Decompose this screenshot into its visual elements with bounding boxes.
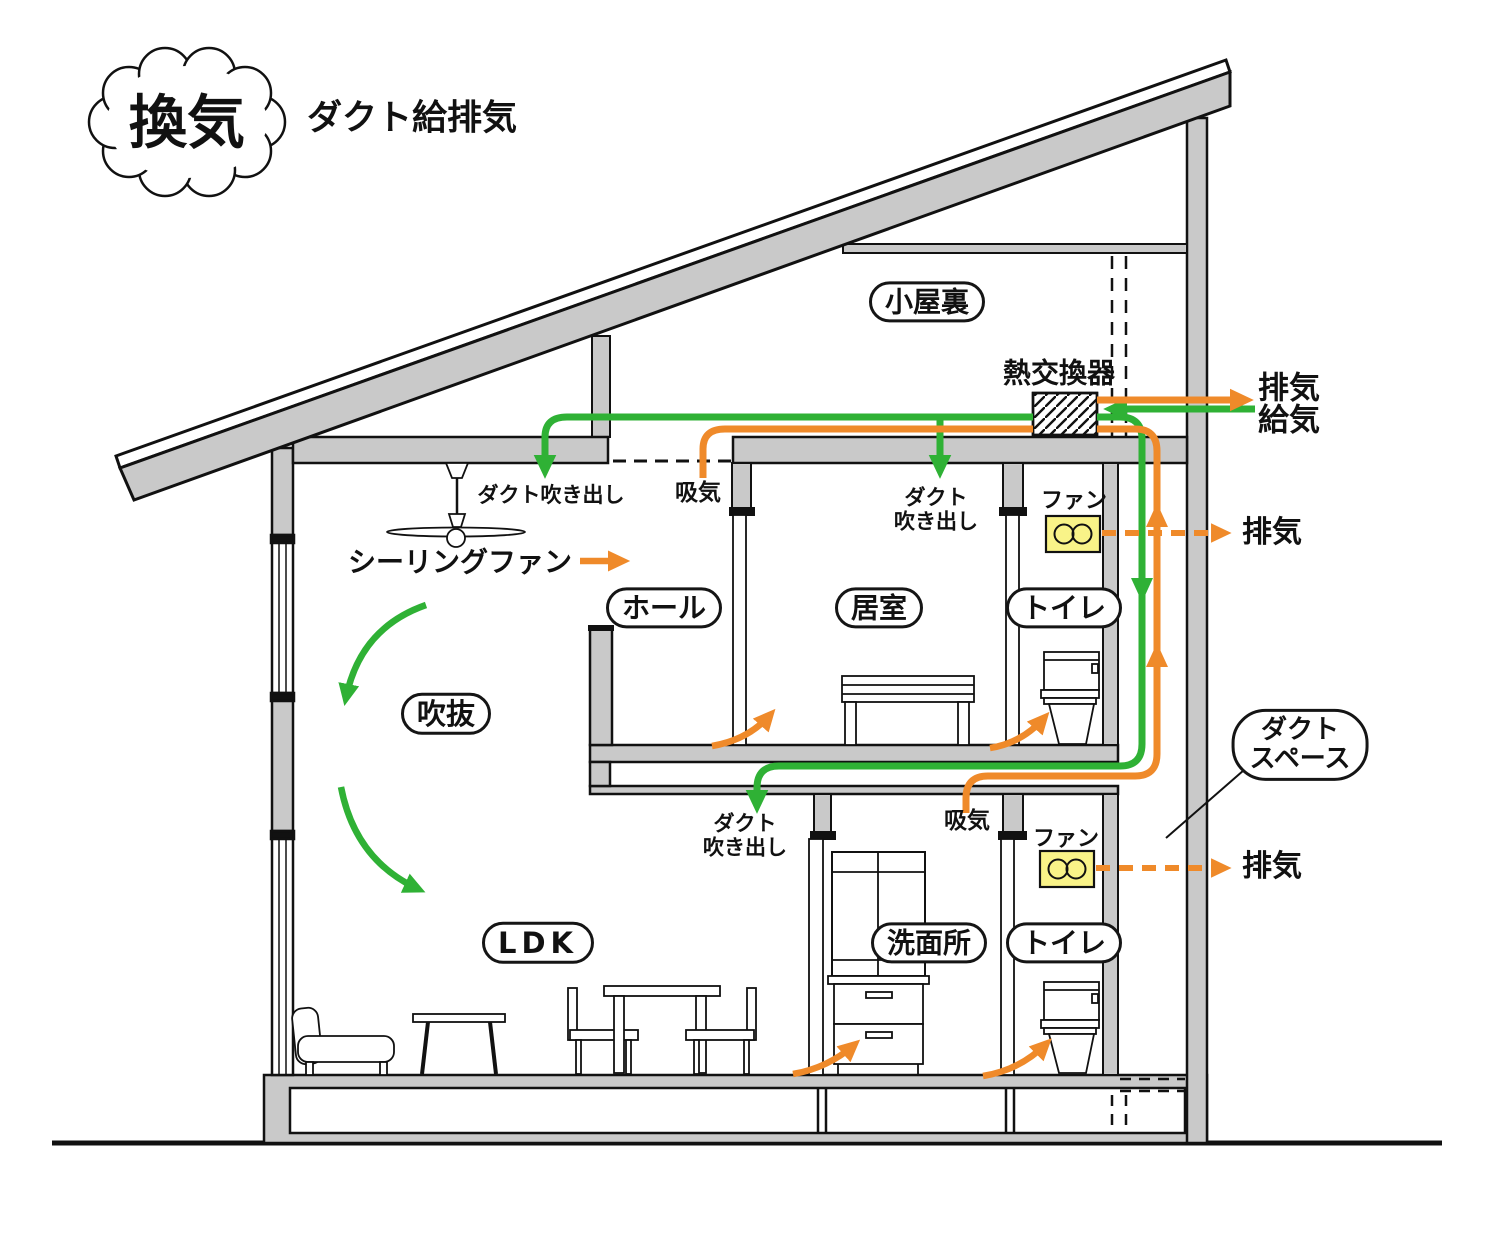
second-floor-slab bbox=[588, 743, 1120, 796]
room-label-toilet-1f: トイレ bbox=[1005, 922, 1123, 964]
toilet-1f bbox=[1040, 981, 1100, 1074]
dining-set bbox=[567, 985, 757, 1075]
duct-outlet-1f-line1: ダクト bbox=[713, 811, 777, 836]
intake-label-attic: 吸気 bbox=[675, 480, 721, 507]
fan-label-1f: ファン bbox=[1032, 826, 1100, 852]
heat-exchanger-box bbox=[1031, 391, 1099, 437]
return-flow-arrowhead-upper bbox=[1146, 503, 1168, 527]
exhaust-label-2f: 排気 bbox=[1242, 515, 1302, 551]
attic-post bbox=[591, 335, 611, 438]
roof bbox=[114, 58, 1232, 502]
exhaust-fan-2f bbox=[1044, 514, 1102, 554]
ceiling-fan-label: シーリングファン bbox=[347, 545, 573, 579]
page-subtitle: ダクト給排気 bbox=[306, 98, 518, 139]
room-label-ldk: LDK bbox=[481, 921, 595, 965]
airflow-arrows-orange bbox=[580, 550, 1052, 1080]
foundation bbox=[262, 1073, 1209, 1145]
room-label-toilet-2f: トイレ bbox=[1005, 587, 1123, 629]
knee-wall-cap bbox=[588, 625, 614, 631]
armchair bbox=[291, 1006, 395, 1076]
supply-label-top: 給気 bbox=[1258, 402, 1320, 439]
duct-space-leader-line bbox=[1165, 769, 1245, 839]
exhaust-label-top: 排気 bbox=[1258, 370, 1320, 407]
airflow-arrows-green bbox=[337, 601, 428, 893]
room-label-attic: 小屋裏 bbox=[868, 281, 986, 323]
intake-label-1f: 吸気 bbox=[944, 808, 990, 835]
room-label-hall: ホール bbox=[605, 587, 723, 629]
return-duct-orange bbox=[699, 388, 1254, 813]
duct-outlet-2f-line1: ダクト bbox=[904, 485, 968, 510]
duct-space-line2: スペース bbox=[1249, 744, 1351, 774]
duct-space-label: ダクト スペース bbox=[1231, 708, 1369, 782]
fan-exhaust-dashed bbox=[1096, 523, 1232, 878]
ceiling-slab-left bbox=[291, 435, 610, 465]
supply-duct-green bbox=[533, 397, 1255, 814]
return-flow-arrowhead-lower bbox=[1146, 643, 1168, 667]
heat-exchanger-label: 熱交換器 bbox=[1002, 356, 1116, 390]
coffee-table bbox=[412, 1013, 506, 1075]
exhaust-fan-1f bbox=[1038, 849, 1096, 889]
page-title: 換気 bbox=[128, 88, 246, 157]
bed bbox=[841, 675, 975, 746]
duct-outlet-label-1f: ダクト 吹き出し bbox=[703, 812, 787, 859]
attic-beam bbox=[842, 243, 1188, 254]
room-label-living: 居室 bbox=[834, 587, 924, 629]
attic-duct-dashed bbox=[1110, 256, 1128, 437]
supply-flow-arrowhead bbox=[1131, 578, 1153, 602]
duct-outlet-label-2f-room: ダクト 吹き出し bbox=[894, 486, 978, 533]
fan-label-2f: ファン bbox=[1040, 488, 1108, 514]
duct-space-hidden-dashed bbox=[1110, 1077, 1185, 1132]
room-label-void: 吹抜 bbox=[400, 692, 492, 736]
duct-outlet-label-2f-left: ダクト吹き出し bbox=[477, 483, 625, 508]
duct-outlet-2f-line2: 吹き出し bbox=[894, 509, 978, 533]
exhaust-label-1f: 排気 bbox=[1242, 849, 1302, 885]
room-label-washroom: 洗面所 bbox=[870, 922, 988, 964]
toilet-2f bbox=[1040, 651, 1100, 745]
duct-outlet-1f-line2: 吹き出し bbox=[703, 835, 787, 859]
left-wall bbox=[269, 446, 296, 1077]
right-wall bbox=[1185, 116, 1209, 1145]
ceiling-fan-drawing bbox=[386, 462, 526, 548]
duct-space-line1: ダクト bbox=[1260, 714, 1340, 745]
ceiling-slab-right bbox=[731, 435, 1189, 465]
knee-wall bbox=[588, 626, 614, 747]
title-cloud bbox=[87, 46, 287, 198]
